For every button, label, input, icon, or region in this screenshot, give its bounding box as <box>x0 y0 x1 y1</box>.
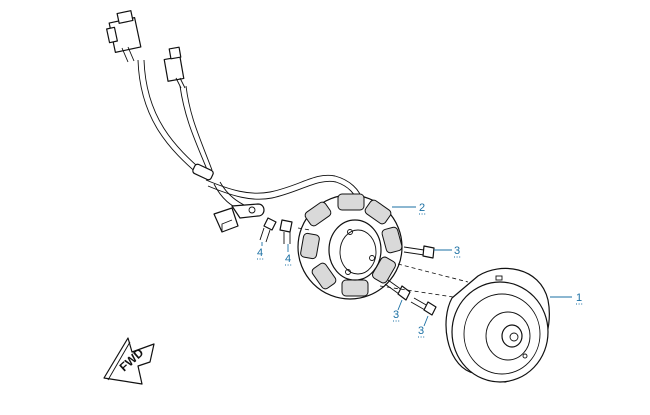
harness-connector-small <box>163 46 186 89</box>
callout-number[interactable]: 3 <box>393 309 399 321</box>
fwd-arrow-icon: FWD <box>103 337 155 385</box>
callout-number[interactable]: 4 <box>257 247 263 259</box>
bolt-upper <box>403 245 435 259</box>
pickup-coil <box>213 203 265 233</box>
callout-leader-3b <box>397 299 403 311</box>
harness-connector-large <box>106 10 142 63</box>
callout-leader-3c <box>423 315 429 327</box>
wiring-harness <box>106 10 363 211</box>
bolt-lower-a <box>384 279 411 301</box>
pickup-bolt-b <box>279 219 293 244</box>
callout-number[interactable]: 3 <box>454 245 460 257</box>
stator <box>297 193 403 300</box>
alignment-line-upper <box>397 263 469 283</box>
flywheel <box>445 267 550 383</box>
callout-number[interactable]: 1 <box>576 292 582 304</box>
callout-number[interactable]: 4 <box>285 253 291 265</box>
bolt-lower-b <box>410 297 437 316</box>
callout-number[interactable]: 3 <box>418 325 424 337</box>
alignment-line-lower <box>379 285 461 299</box>
callout-number[interactable]: 2 <box>419 202 425 214</box>
alignment-line-pickup <box>297 227 311 231</box>
pickup-bolt-a <box>259 217 277 243</box>
